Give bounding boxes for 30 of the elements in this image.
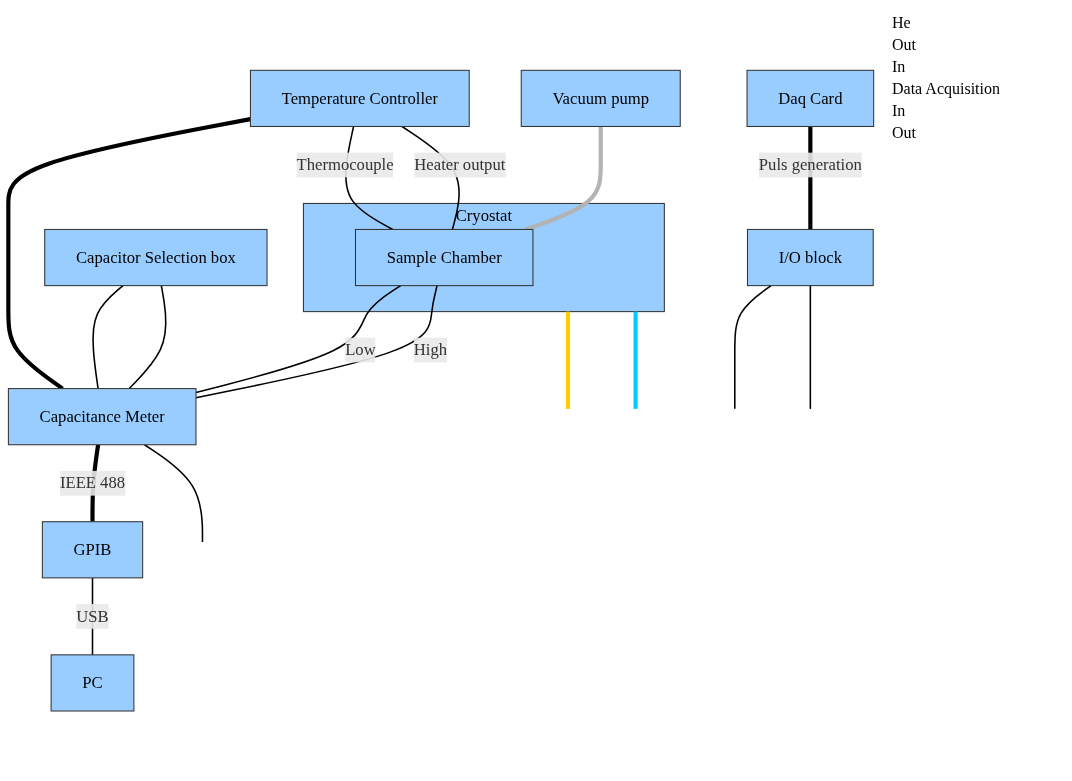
edge-label: Heater output — [414, 155, 506, 174]
edge-label: USB — [76, 606, 109, 625]
node-box: GPIB — [41, 521, 144, 579]
connector — [734, 284, 772, 410]
connector — [128, 284, 167, 390]
connector — [143, 443, 204, 543]
node-box: Vacuum pump — [520, 69, 681, 127]
node-box: I/O block — [746, 228, 874, 286]
note-text: Data Acquisition — [892, 80, 1001, 98]
edge-label: Low — [345, 340, 376, 359]
edge-label: Thermocouple — [296, 155, 394, 174]
node-box: Daq Card — [746, 69, 875, 127]
node-box: Capacitance Meter — [7, 387, 197, 446]
note-text: He — [892, 14, 912, 32]
connector — [565, 311, 571, 409]
node-box: Capacitor Selection box — [44, 228, 268, 286]
note-text: In — [892, 102, 907, 120]
edge-label: High — [413, 340, 448, 359]
note-text: Out — [892, 124, 917, 142]
note-text: Out — [892, 36, 917, 54]
connector — [524, 126, 603, 232]
edge-label: Puls generation — [758, 155, 862, 174]
node-box: Sample Chamber — [354, 228, 534, 286]
connector — [633, 311, 638, 409]
note-text: In — [892, 58, 907, 76]
edge-label: IEEE 488 — [59, 473, 126, 492]
connector — [809, 284, 812, 410]
node-box: Temperature Controller — [249, 69, 470, 127]
connector — [92, 284, 124, 390]
node-box: PC — [50, 654, 135, 712]
